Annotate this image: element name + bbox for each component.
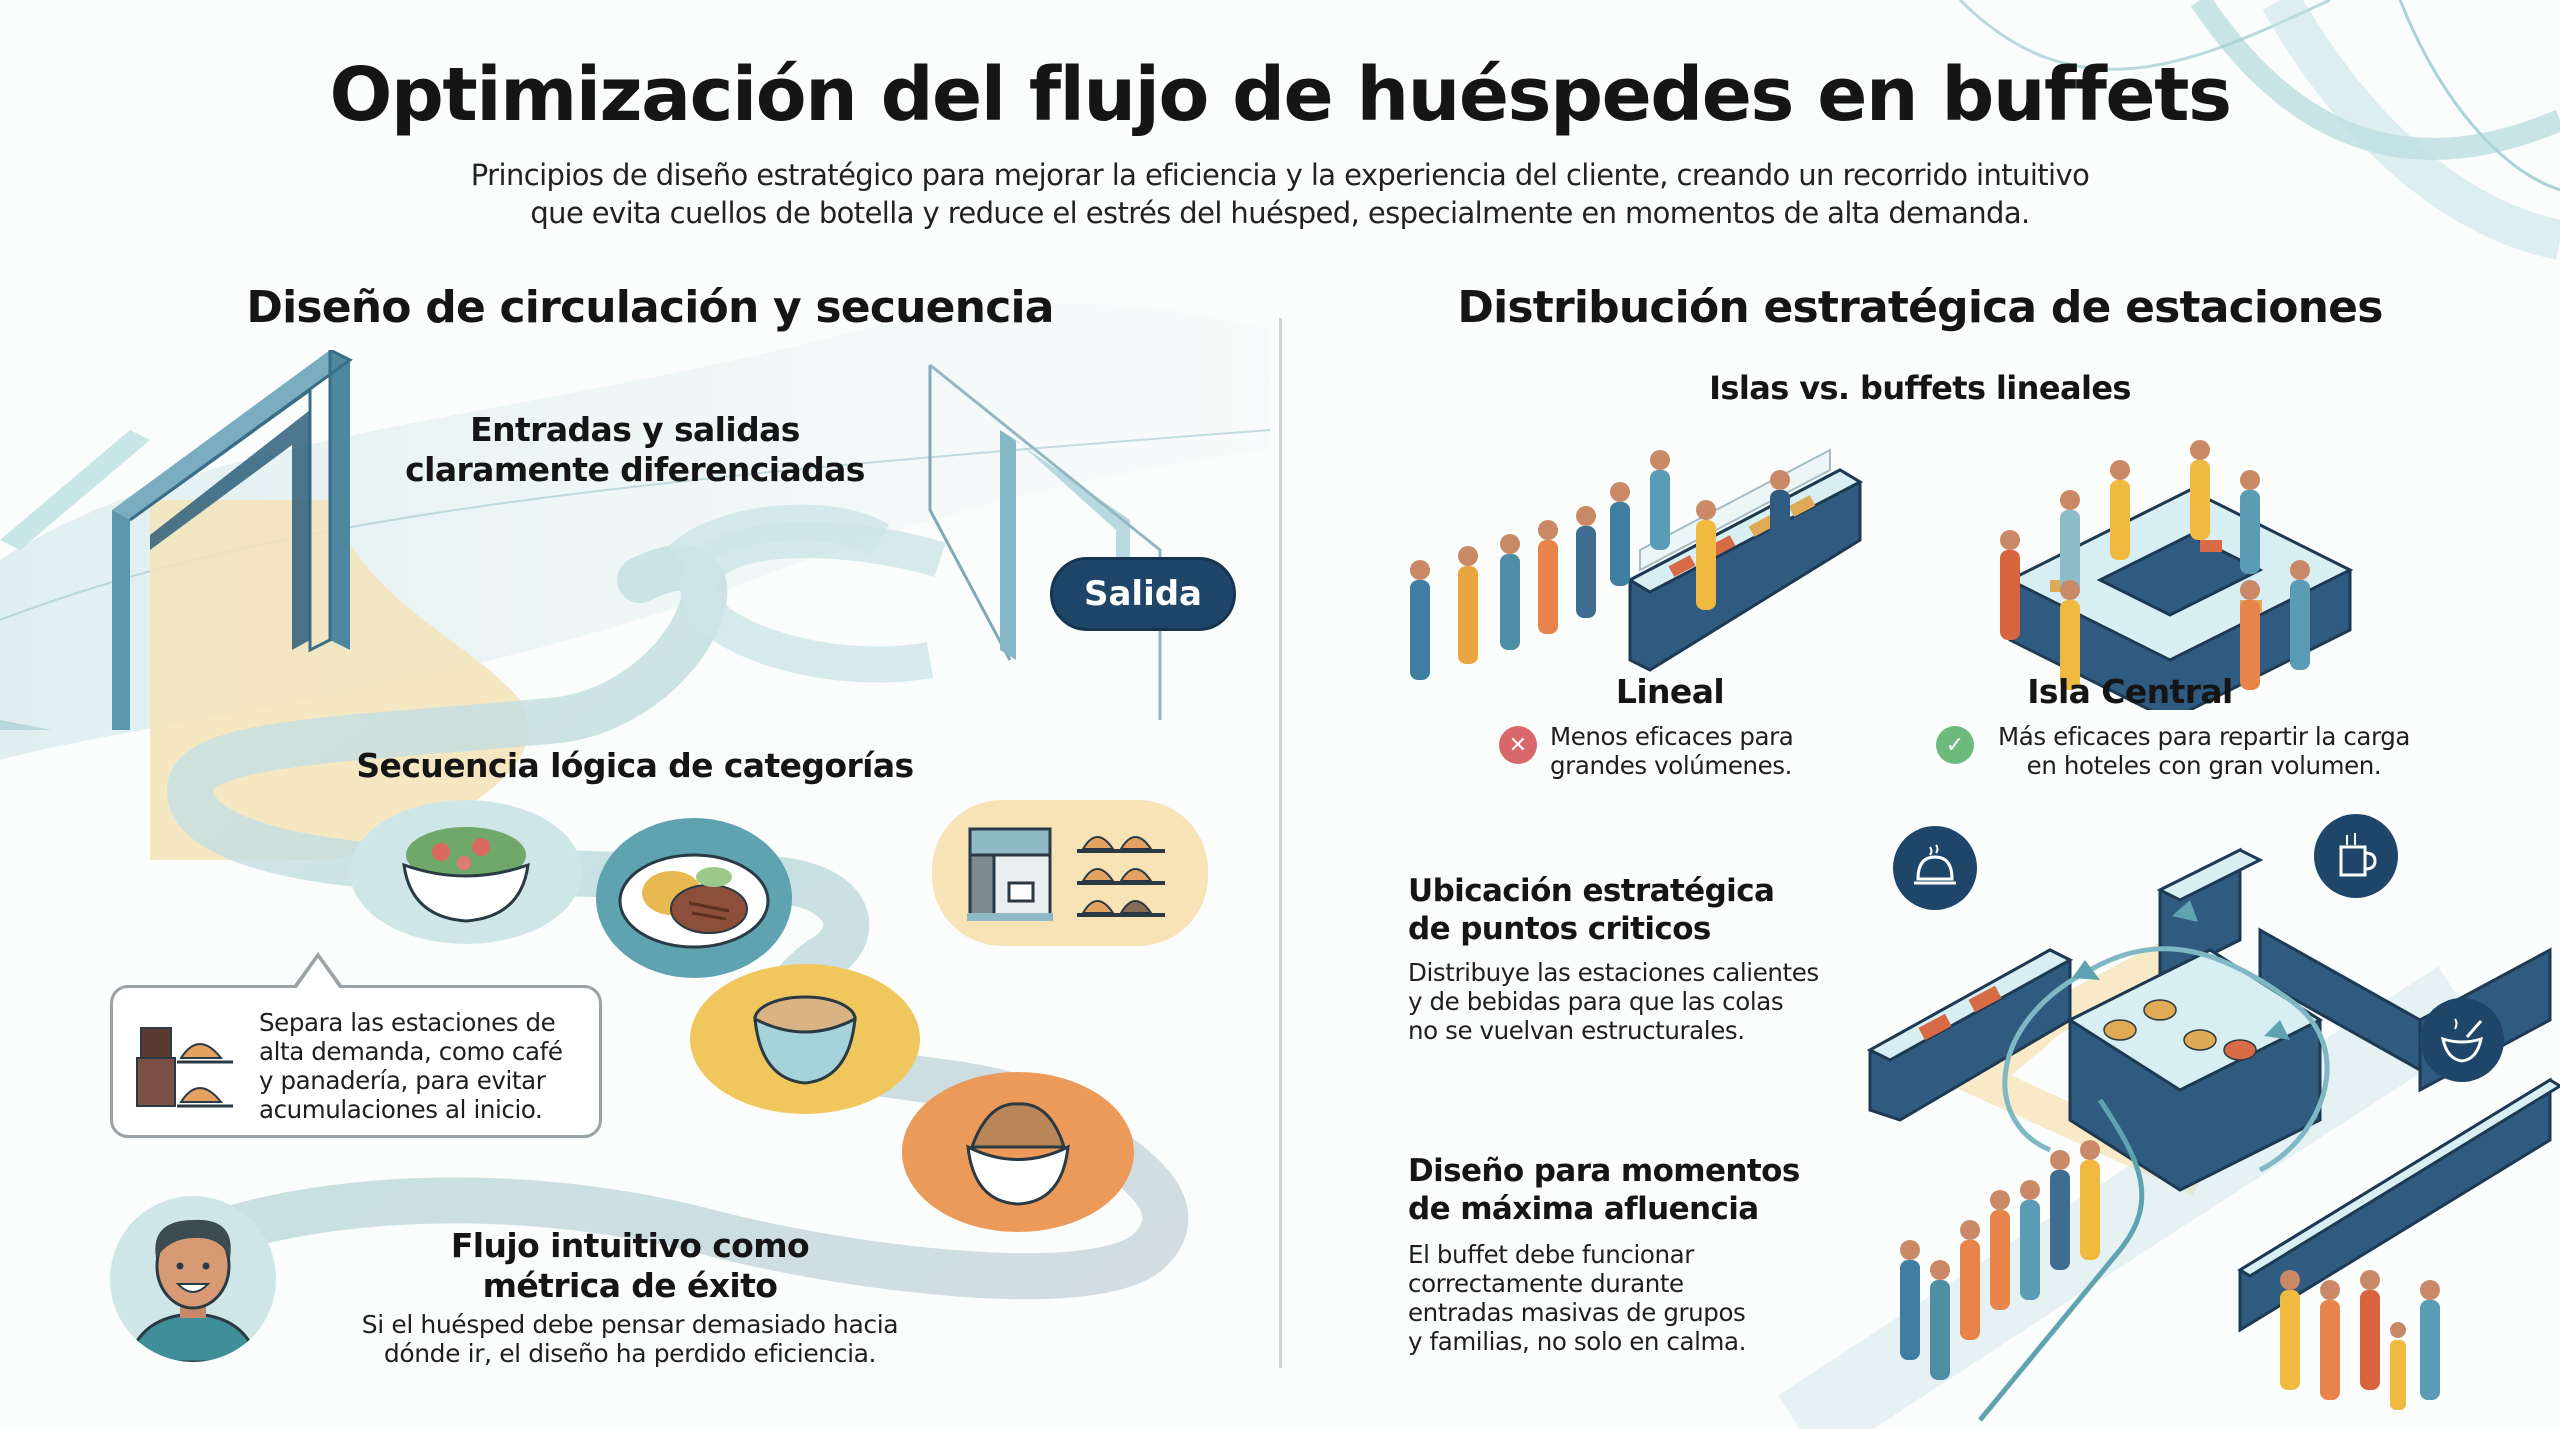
hot-bowl-icon <box>2420 998 2504 1082</box>
critical-points-text: Distribuye las estaciones calientes y de… <box>1408 958 1868 1045</box>
salad-bowl-icon <box>402 827 530 923</box>
text-line: Separa las estaciones de <box>259 1008 556 1037</box>
heading-line: Ubicación estratégica <box>1408 873 1775 909</box>
callout-box: Separa las estaciones de alta demanda, c… <box>110 985 602 1138</box>
peak-moments-text: El buffet debe funcionar correctamente d… <box>1408 1240 1868 1356</box>
queue-people-icon <box>1410 450 1790 680</box>
intuitive-flow-heading: Flujo intuitivo como métrica de éxito <box>360 1226 900 1306</box>
heading-line: Diseño para momentos <box>1408 1153 1800 1189</box>
avatar <box>110 1196 276 1362</box>
entrances-heading: Entradas y salidas claramente diferencia… <box>380 410 890 490</box>
peak-moments-heading: Diseño para momentos de máxima afluencia <box>1408 1152 1868 1228</box>
smiling-guest-icon <box>126 1219 260 1362</box>
heading-line: Flujo intuitivo como <box>450 1226 810 1265</box>
x-icon: ✕ <box>1499 726 1537 764</box>
soup-station <box>690 964 920 1114</box>
dessert-station <box>902 1072 1134 1232</box>
exit-gate-icon <box>928 363 1162 720</box>
heading-line: de máxima afluencia <box>1408 1191 1759 1227</box>
page-title: Optimización del flujo de huéspedes en b… <box>329 52 2232 138</box>
text-line: no se vuelvan estructurales. <box>1408 1016 1745 1045</box>
text-line: y familias, no solo en calma. <box>1408 1327 1746 1356</box>
soup-bowl-icon <box>753 995 857 1085</box>
text-line: alta demanda, como café <box>259 1037 563 1066</box>
island-buffet-illustration <box>2000 440 2354 710</box>
linear-buffet-illustration <box>1410 448 1864 680</box>
callout-text: Separa las estaciones de alta demanda, c… <box>259 1008 599 1124</box>
heading-line: claramente diferenciadas <box>405 450 865 489</box>
text-line: y panadería, para evitar <box>259 1066 546 1095</box>
text-line: dónde ir, el diseño ha perdido eficienci… <box>383 1339 877 1368</box>
text-line: Más eficaces para repartir la carga <box>1997 722 2411 751</box>
callout-pointer-fill <box>296 958 340 989</box>
right-section-title: Distribución estratégica de estaciones <box>1457 282 2383 333</box>
text-line: Si el huésped debe pensar demasiado haci… <box>361 1310 899 1339</box>
main-course-station <box>596 818 792 978</box>
heading-line: métrica de éxito <box>482 1266 778 1305</box>
coffee-bread-icon <box>136 1027 233 1108</box>
buffet-floor-plan-illustration <box>1866 847 2560 1422</box>
exit-label: Salida <box>1050 557 1236 631</box>
coffee-machine-icon <box>967 827 1053 921</box>
section-divider <box>1279 318 1282 1368</box>
island-description: Más eficaces para repartir la carga en h… <box>1984 722 2424 780</box>
island-label: Isla Central <box>2027 672 2233 711</box>
steak-plate-icon <box>618 853 770 949</box>
left-section-title: Diseño de circulación y secuencia <box>246 282 1054 333</box>
comparison-heading: Islas vs. buffets lineales <box>1709 369 2131 407</box>
text-line: El buffet debe funcionar <box>1408 1240 1694 1269</box>
heading-line: de puntos criticos <box>1408 911 1711 947</box>
linear-description: Menos eficaces para grandes volúmenes. <box>1550 722 1830 780</box>
text-line: Menos eficaces para <box>1550 722 1794 751</box>
text-line: y de bebidas para que las colas <box>1408 987 1784 1016</box>
dessert-bowl-icon <box>966 1102 1070 1206</box>
heading-line: Entradas y salidas <box>470 410 800 449</box>
subtitle-line: Principios de diseño estratégico para me… <box>470 158 2090 192</box>
intuitive-flow-text: Si el huésped debe pensar demasiado haci… <box>300 1310 960 1368</box>
text-line: en hoteles con gran volumen. <box>2026 751 2382 780</box>
critical-points-heading: Ubicación estratégica de puntos criticos <box>1408 872 1868 948</box>
text-line: entradas masivas de grupos <box>1408 1298 1746 1327</box>
text-line: acumulaciones al inicio. <box>259 1095 543 1124</box>
text-line: grandes volúmenes. <box>1550 751 1793 780</box>
entrance-gate-icon <box>0 350 353 730</box>
coffee-bakery-station <box>932 800 1208 946</box>
page-subtitle: Principios de diseño estratégico para me… <box>380 156 2180 232</box>
linear-label: Lineal <box>1615 672 1725 711</box>
hot-drink-icon <box>2314 814 2398 898</box>
subtitle-line: que evita cuellos de botella y reduce el… <box>530 196 2030 230</box>
text-line: correctamente durante <box>1408 1269 1684 1298</box>
cloche-icon <box>1893 826 1977 910</box>
sequence-heading: Secuencia lógica de categorías <box>356 746 914 785</box>
check-icon: ✓ <box>1936 726 1974 764</box>
bread-shelf-icon <box>1077 836 1165 917</box>
text-line: Distribuye las estaciones calientes <box>1408 958 1819 987</box>
salad-station <box>350 800 582 944</box>
